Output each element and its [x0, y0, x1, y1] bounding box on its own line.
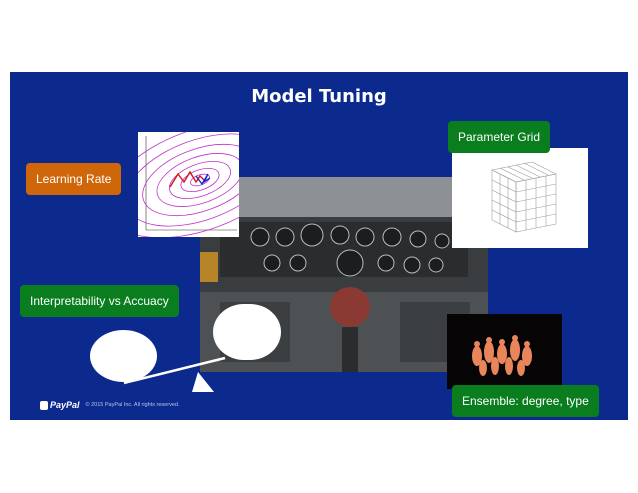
- seesaw-icon: [123, 356, 226, 392]
- learning-rate-label: Learning Rate: [26, 163, 122, 195]
- paypal-logo-text: PayPal: [50, 400, 80, 410]
- learning-rate-plot-image: [138, 132, 239, 237]
- parameter-grid-label: Parameter Grid: [448, 121, 551, 153]
- ensemble-image: [447, 314, 562, 389]
- interpretability-bubble: [213, 304, 281, 360]
- slide: Model Tuning: [10, 72, 628, 420]
- ensemble-label: Ensemble: degree, type: [452, 385, 599, 417]
- paypal-p-icon: [40, 400, 48, 410]
- accuracy-bubble: [90, 330, 157, 382]
- slide-title: Model Tuning: [251, 86, 387, 107]
- copyright-text: © 2015 PayPal Inc. All rights reserved.: [85, 402, 180, 408]
- interpretability-accuracy-label: Interpretability vs Accuacy: [20, 285, 179, 317]
- parameter-grid-image: [452, 148, 588, 248]
- paypal-logo: PayPal: [40, 400, 80, 410]
- footer: PayPal © 2015 PayPal Inc. All rights res…: [40, 400, 179, 410]
